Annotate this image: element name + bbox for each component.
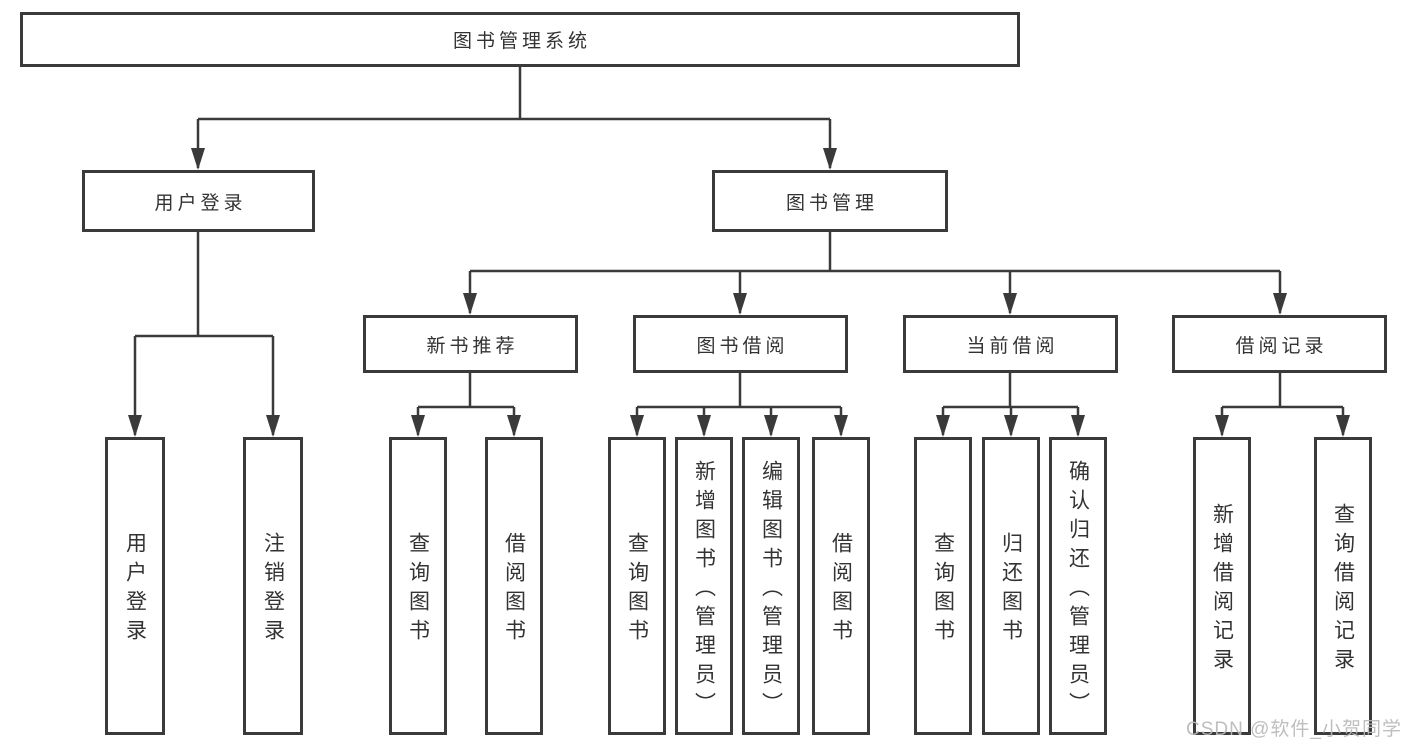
- leaf-return-book: 归还图书: [982, 437, 1040, 735]
- leaf-label: 查询图书: [931, 532, 955, 648]
- leaf-label: 确认归还（管理员）: [1066, 459, 1090, 721]
- leaf-borrow-books-2: 借阅图书: [812, 437, 870, 735]
- node-book-borrowing: 图书借阅: [633, 315, 848, 373]
- leaf-query-borrow-record: 查询借阅记录: [1314, 437, 1372, 735]
- leaf-label: 新增图书（管理员）: [692, 459, 716, 721]
- leaf-label: 编辑图书（管理员）: [759, 459, 783, 721]
- node-user-login: 用户登录: [82, 170, 315, 232]
- watermark: CSDN @软件_小贺同学: [1186, 719, 1402, 740]
- leaf-query-books-1: 查询图书: [389, 437, 447, 735]
- node-label: 图书借阅: [696, 335, 789, 357]
- leaf-label: 查询图书: [406, 532, 430, 648]
- node-label: 新书推荐: [426, 335, 519, 357]
- leaf-label: 用户登录: [123, 532, 147, 648]
- node-current-borrowing: 当前借阅: [903, 315, 1118, 373]
- leaf-borrow-books-1: 借阅图书: [485, 437, 543, 735]
- leaf-add-book-admin: 新增图书（管理员）: [675, 437, 733, 735]
- leaf-label: 借阅图书: [502, 532, 526, 648]
- leaf-label: 查询图书: [625, 532, 649, 648]
- leaf-label: 归还图书: [999, 532, 1023, 648]
- leaf-user-login: 用户登录: [105, 437, 165, 735]
- node-new-book-recommend: 新书推荐: [363, 315, 578, 373]
- leaf-query-books-3: 查询图书: [914, 437, 972, 735]
- node-label: 用户登录: [154, 192, 247, 214]
- leaf-label: 注销登录: [261, 532, 285, 648]
- leaf-edit-book-admin: 编辑图书（管理员）: [742, 437, 800, 735]
- leaf-query-books-2: 查询图书: [608, 437, 666, 735]
- leaf-logout: 注销登录: [243, 437, 303, 735]
- node-label: 图书管理: [785, 192, 878, 214]
- node-borrowing-records: 借阅记录: [1172, 315, 1387, 373]
- leaf-add-borrow-record: 新增借阅记录: [1193, 437, 1251, 735]
- node-label: 当前借阅: [966, 335, 1059, 357]
- node-label: 借阅记录: [1235, 335, 1328, 357]
- node-library-management-system: 图书管理系统: [20, 12, 1020, 67]
- leaf-label: 借阅图书: [829, 532, 853, 648]
- leaf-label: 新增借阅记录: [1210, 503, 1234, 677]
- node-label: 图书管理系统: [452, 31, 591, 52]
- node-book-management: 图书管理: [712, 170, 948, 232]
- leaf-label: 查询借阅记录: [1331, 503, 1355, 677]
- leaf-confirm-return-admin: 确认归还（管理员）: [1049, 437, 1107, 735]
